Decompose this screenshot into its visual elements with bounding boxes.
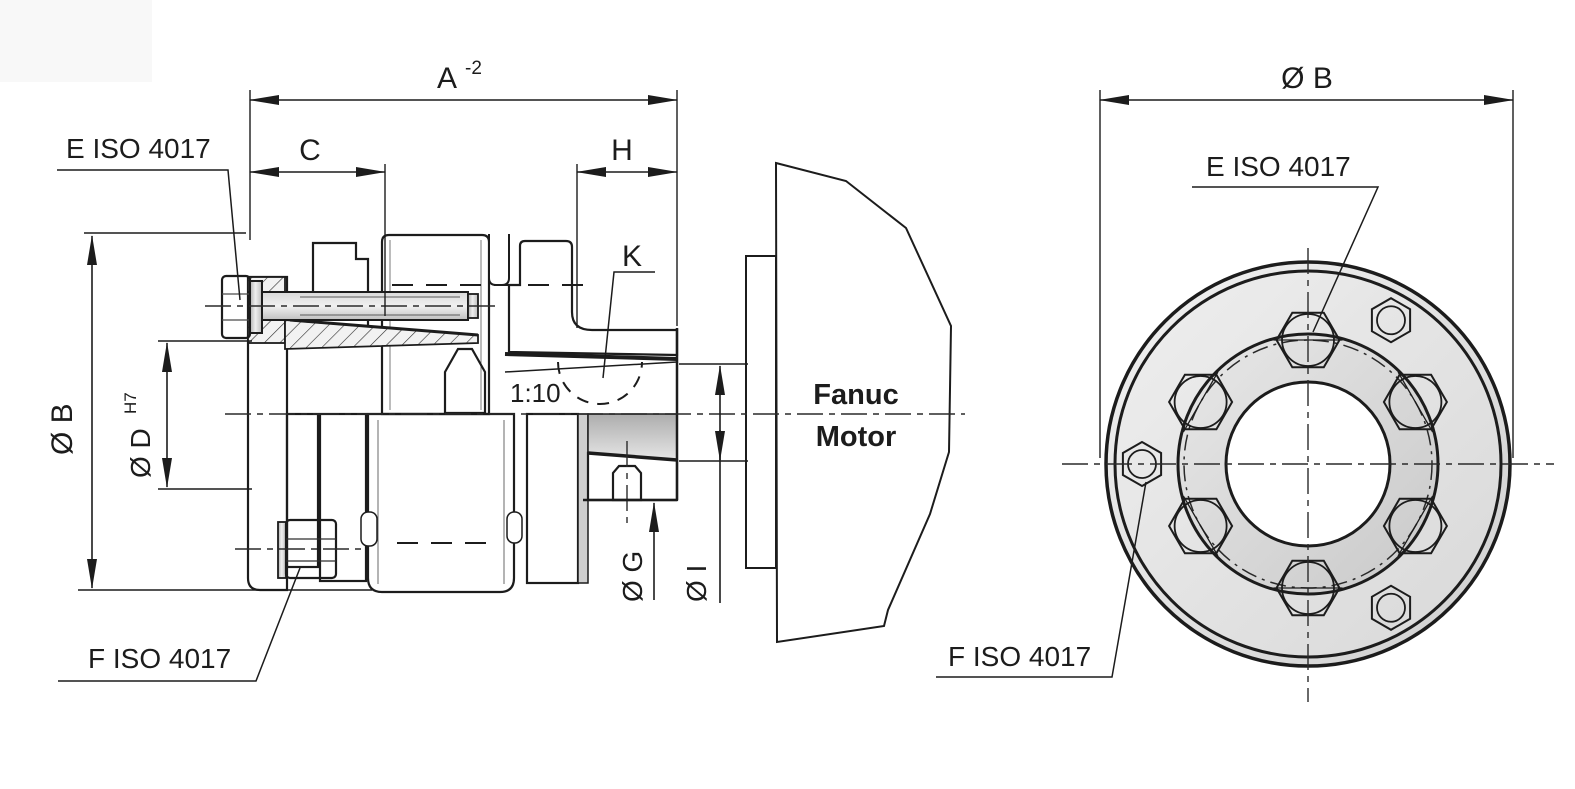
disc-pack-left	[318, 412, 368, 583]
section-dimensions: A -2 C H Ø B Ø D H7 Ø G Ø I E ISO 4017 F…	[46, 58, 748, 682]
relief-groove	[506, 511, 523, 544]
callout-e-iso-left: E ISO 4017	[66, 133, 211, 164]
motor-flange	[745, 255, 777, 569]
dim-label-b-left: Ø B	[46, 403, 79, 455]
hex-bolt-head	[1382, 495, 1449, 557]
bolt-circle	[1173, 375, 1228, 429]
hex-bolt-head	[1382, 371, 1449, 433]
dim-label-h: H	[611, 134, 633, 167]
callout-f-iso-right: F ISO 4017	[948, 641, 1091, 672]
taper-bore-line-upper	[504, 352, 678, 361]
bolt-circle	[1376, 305, 1406, 336]
hex-bolt-head	[1167, 371, 1234, 433]
dim-label-g: Ø G	[617, 551, 648, 602]
bolt-flat-mark	[1182, 371, 1219, 433]
relief-groove	[360, 511, 378, 547]
dim-label-a-sup: -2	[465, 58, 482, 79]
dim-label-c: C	[299, 134, 321, 167]
taper-ratio-label: 1:10	[510, 378, 561, 408]
front-view-dimensions: Ø B E ISO 4017 F ISO 4017	[936, 62, 1514, 678]
bolt-circle	[1388, 499, 1443, 553]
motor-label-line2: Motor	[816, 421, 897, 453]
callout-f-iso-left: F ISO 4017	[88, 643, 231, 674]
motor-body-outline	[774, 161, 953, 644]
spacer-cylinder	[366, 412, 516, 594]
bolt-hexagon	[1370, 584, 1412, 631]
disc-bolt-f	[235, 518, 365, 580]
bolt-head	[220, 274, 252, 340]
bolt-circle	[1376, 592, 1406, 623]
bolt-flat-mark	[1182, 495, 1219, 557]
callout-e-iso-right: E ISO 4017	[1206, 151, 1351, 182]
bolt-hexagon	[1370, 297, 1412, 344]
motor-label-line1: Fanuc	[813, 379, 898, 411]
leader-f-iso-right	[936, 481, 1147, 678]
hex-bolt-head	[1370, 297, 1412, 344]
dim-label-a: A	[437, 62, 457, 95]
leader-e-iso-left	[57, 169, 241, 301]
corner-panel	[0, 0, 152, 82]
bolt-hexagon	[1121, 440, 1163, 488]
disc-pack-rim	[577, 413, 589, 584]
clamp-taper-edge	[289, 318, 479, 337]
taper-zone-arc	[557, 361, 643, 405]
bolt-washer	[277, 521, 287, 579]
spacer-notch	[488, 234, 510, 286]
bolt-circle	[1173, 499, 1228, 553]
front-view: Ø B E ISO 4017 F ISO 4017	[936, 62, 1554, 702]
taper-bore-line-lower	[587, 451, 678, 462]
leader-e-iso-right	[1192, 186, 1380, 333]
bolt-washer	[249, 280, 263, 334]
motor: Fanuc Motor	[745, 161, 953, 644]
bolt-circle	[1388, 375, 1443, 429]
hex-bolt-head	[1167, 495, 1234, 557]
spacer-top-block	[380, 233, 491, 416]
taper-cone-line	[504, 361, 678, 373]
dim-label-b-right: Ø B	[1281, 62, 1333, 95]
disc-pack-right	[525, 412, 580, 585]
hex-bolt-head	[1370, 584, 1412, 631]
leader-k	[602, 271, 655, 379]
inner-flange-plate	[285, 412, 320, 569]
bolt-flat-mark	[1397, 495, 1434, 557]
dim-label-k: K	[622, 240, 642, 273]
hex-nut-silhouette	[443, 347, 487, 415]
bolt-flat-mark	[1397, 371, 1434, 433]
clamp-bolt-e	[205, 274, 500, 340]
leader-f-iso-left	[58, 567, 301, 682]
right-hub-section-upper	[507, 239, 679, 357]
dim-label-d: Ø D	[125, 428, 156, 478]
dim-label-d-sup: H7	[121, 392, 140, 414]
section-view: Fanuc Motor A -2 C H Ø B Ø D H7 Ø G Ø I …	[46, 58, 965, 682]
dim-label-i: Ø I	[681, 565, 712, 602]
